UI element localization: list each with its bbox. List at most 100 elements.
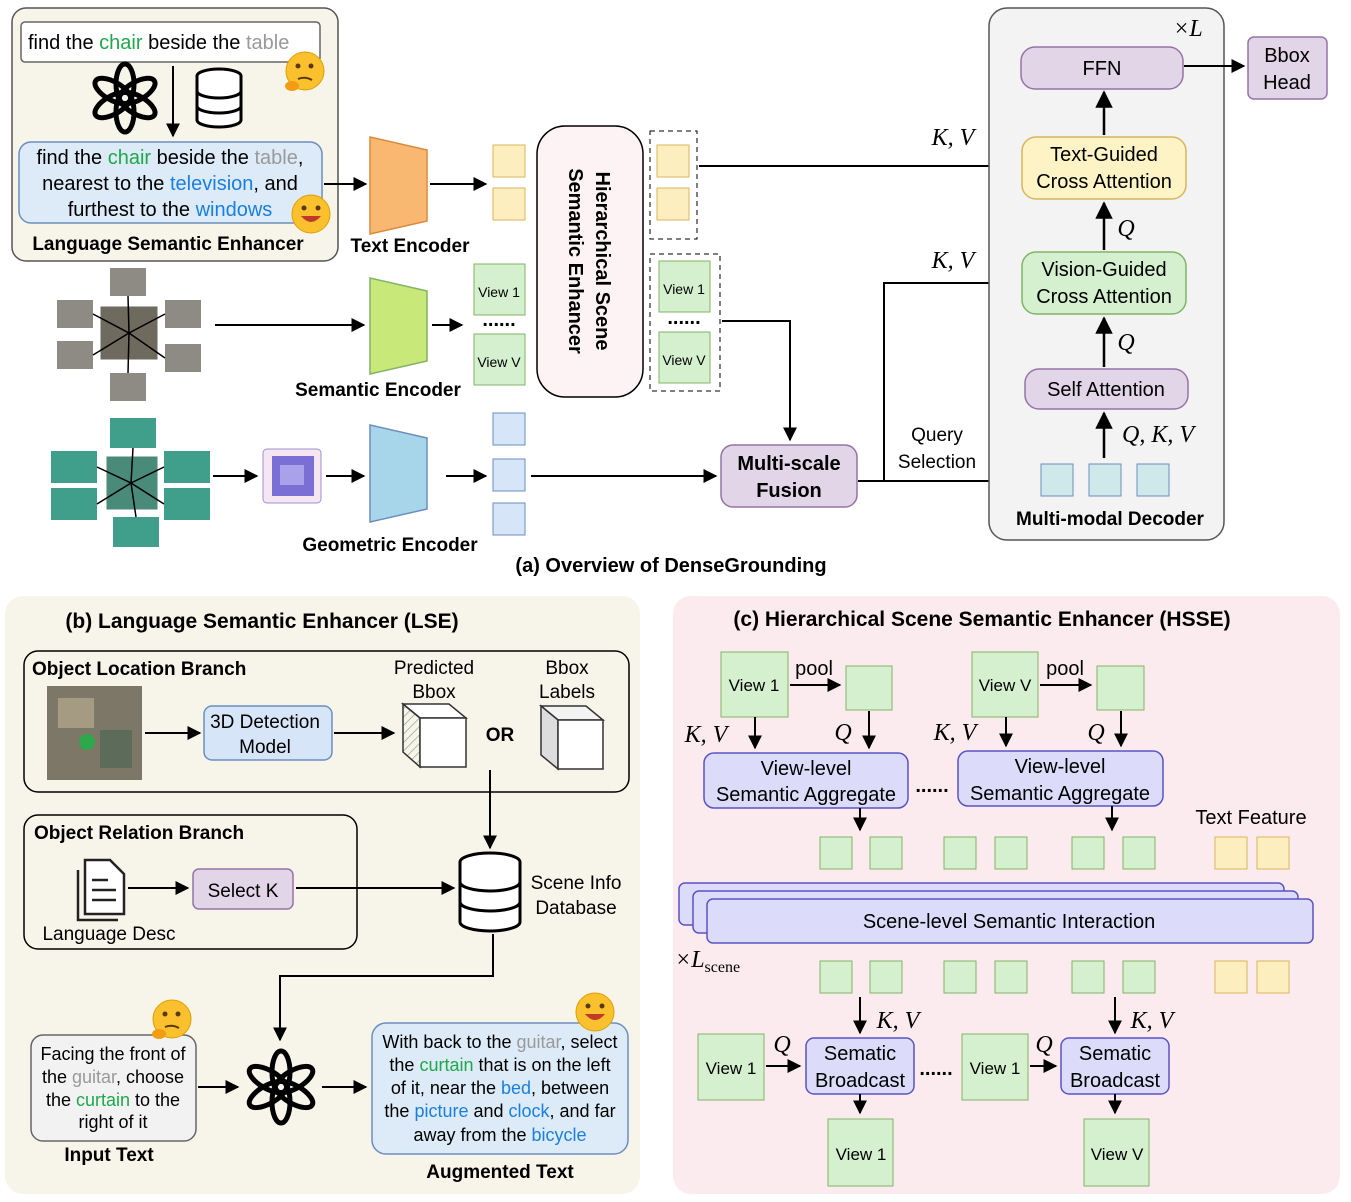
aggregate-left-label-1: View-level <box>761 758 852 780</box>
view-token <box>1122 836 1156 870</box>
q-label-left: Q <box>834 720 851 746</box>
text-attn-label-2: Cross Attention <box>1036 171 1172 193</box>
q-label-1: Q <box>1117 216 1134 242</box>
hsse-view-v-box <box>971 651 1039 718</box>
self-attention-box <box>1024 368 1189 410</box>
detection-model-box <box>203 705 333 761</box>
hsse-text-token <box>656 187 690 221</box>
query-token <box>1088 463 1122 497</box>
text-token <box>492 187 526 221</box>
hsse-block-label-2: Semantic Enhancer <box>564 168 586 354</box>
semantic-view-images <box>57 268 201 401</box>
kv-vision-label: K, V <box>931 248 977 274</box>
q-broadcast-left-label: Q <box>773 1032 790 1058</box>
scene-interaction-box <box>706 898 1314 944</box>
view-token <box>1071 960 1105 994</box>
select-k-box <box>192 868 294 910</box>
decoder-label: Multi-modal Decoder <box>1016 509 1205 530</box>
view-token <box>819 836 853 870</box>
caption-c: (c) Hierarchical Scene Semantic Enhancer… <box>733 608 1230 631</box>
semantic-view-token-v-label: View V <box>477 354 521 370</box>
text-encoder-shape <box>369 136 428 235</box>
scene-repeat-label: ×Lscene <box>675 947 740 976</box>
scene-interaction-label: Scene-level Semantic Interaction <box>863 911 1155 933</box>
kv-text-label: K, V <box>931 125 977 151</box>
view-token <box>819 960 853 994</box>
text-feature-token <box>1214 836 1248 870</box>
hsse-view-dots: ...... <box>667 307 700 329</box>
grinning-emoji-icon <box>291 194 331 234</box>
hsse-view-token-v-label: View V <box>662 352 706 368</box>
bbox-head-label-1: Bbox <box>1264 45 1310 67</box>
aggregate-left-label-2: Semantic Aggregate <box>716 784 896 806</box>
input-text-line-4: right of it <box>78 1112 147 1132</box>
augmented-text-box <box>371 1022 629 1155</box>
location-branch-label: Object Location Branch <box>32 659 246 680</box>
aggregate-right-label-2: Semantic Aggregate <box>970 783 1150 805</box>
semantic-view-token-1 <box>473 263 526 316</box>
lse-augmented-box <box>18 141 323 224</box>
text-attn-label-1: Text-Guided <box>1050 144 1158 166</box>
text-feature-token <box>1256 836 1290 870</box>
grinning-emoji-icon <box>575 992 615 1032</box>
broadcast-left-label-2: Broadcast <box>815 1070 905 1092</box>
semantic-view-token-1-label: View 1 <box>478 284 520 300</box>
text-token <box>492 144 526 178</box>
overview-section: find the chair beside the table find the… <box>11 7 1328 577</box>
kv-label-left: K, V <box>684 722 730 748</box>
pool-label-right: pool <box>1046 658 1084 680</box>
hsse-view-token-1 <box>658 260 711 313</box>
scene-database-icon <box>458 851 522 933</box>
hsse-block <box>536 125 644 398</box>
query-token <box>1040 463 1074 497</box>
lse-augmented-line-3: furthest to the windows <box>68 199 273 221</box>
lse-augmented-line-2: nearest to the television, and <box>42 173 298 195</box>
arrow-views-to-fusion <box>722 320 797 442</box>
caption-a: (a) Overview of DenseGrounding <box>515 555 826 577</box>
caption-b: (b) Language Semantic Enhancer (LSE) <box>65 610 458 633</box>
broadcast-left-label-1: Sematic <box>824 1043 896 1065</box>
lse-query-box <box>20 21 321 63</box>
predicted-bbox-label-2: Bbox <box>412 682 456 703</box>
aggregate-box-right <box>957 750 1164 807</box>
self-attn-label: Self Attention <box>1047 379 1165 401</box>
broadcast-view-in-left-label: View 1 <box>706 1059 757 1078</box>
vision-attn-label-2: Cross Attention <box>1036 286 1172 308</box>
select-k-label: Select K <box>208 881 279 902</box>
relation-branch-label: Object Relation Branch <box>34 823 244 844</box>
hsse-view-1-box <box>720 651 789 718</box>
augmented-line-1: With back to the guitar, select <box>382 1032 617 1052</box>
query-selection-label-1: Query <box>911 425 963 446</box>
relation-branch-box <box>23 814 358 950</box>
hsse-text-token <box>656 144 690 178</box>
semantic-encoder-shape <box>369 277 428 375</box>
fusion-label-2: Fusion <box>756 480 822 502</box>
input-text-label: Input Text <box>64 1145 154 1166</box>
vision-attn-label-1: Vision-Guided <box>1041 259 1166 281</box>
lse-query-text: find the chair beside the table <box>28 32 289 54</box>
view-token <box>943 836 977 870</box>
detection-label-1: 3D Detection <box>210 712 320 733</box>
aggregate-dots: ...... <box>915 775 948 797</box>
semantic-view-dots: ...... <box>482 309 515 331</box>
aggregate-box-left <box>703 752 909 809</box>
database-icon <box>195 67 243 129</box>
hsse-view-output-group <box>649 253 721 392</box>
broadcast-view-in-right-label: View 1 <box>970 1059 1021 1078</box>
predicted-bbox-label-1: Predicted <box>394 658 474 679</box>
bbox-head-label-2: Head <box>1263 72 1311 94</box>
lse-detail-section: (b) Language Semantic Enhancer (LSE) Obj… <box>5 596 640 1194</box>
scene-map-icon <box>262 448 322 504</box>
ffn-box <box>1020 46 1184 90</box>
view-token <box>994 836 1028 870</box>
q-broadcast-right-label: Q <box>1035 1032 1052 1058</box>
broadcast-view-out-left-label: View 1 <box>836 1145 887 1164</box>
broadcast-dots: ...... <box>919 1058 952 1080</box>
text-guided-cross-attention-box <box>1021 136 1187 200</box>
document-icon <box>76 858 126 922</box>
hsse-detail-section: (c) Hierarchical Scene Semantic Enhancer… <box>673 596 1340 1194</box>
broadcast-view-out-left <box>827 1118 894 1187</box>
hsse-view-1-label: View 1 <box>729 676 780 695</box>
kv-broadcast-right-label: K, V <box>1130 1008 1176 1034</box>
broadcast-view-in-left <box>697 1033 765 1101</box>
